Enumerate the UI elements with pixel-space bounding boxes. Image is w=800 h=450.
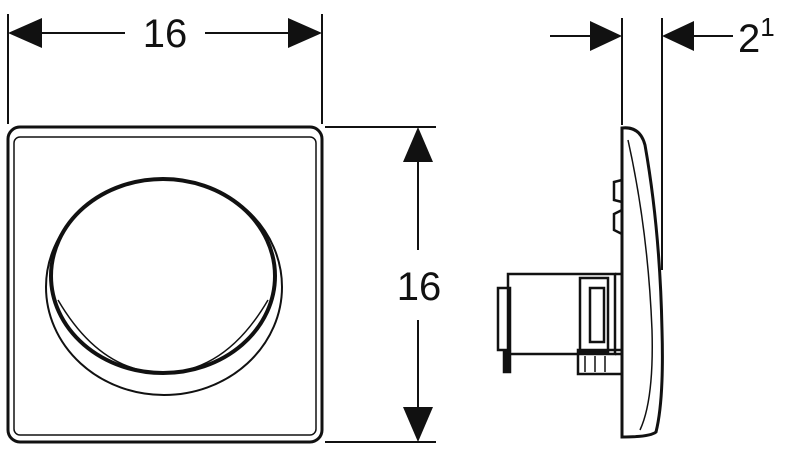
depth-label-main: 2 <box>738 17 760 61</box>
width-dimension <box>7 14 323 124</box>
side-view <box>496 126 664 439</box>
depth-label-superscript: 1 <box>760 12 774 42</box>
front-plate <box>6 125 324 444</box>
depth-label: 21 <box>738 12 775 61</box>
width-label: 16 <box>143 12 188 56</box>
depth-dimension <box>550 18 733 270</box>
height-dimension <box>325 126 436 443</box>
flush-button <box>45 177 283 396</box>
height-label: 16 <box>397 265 442 309</box>
